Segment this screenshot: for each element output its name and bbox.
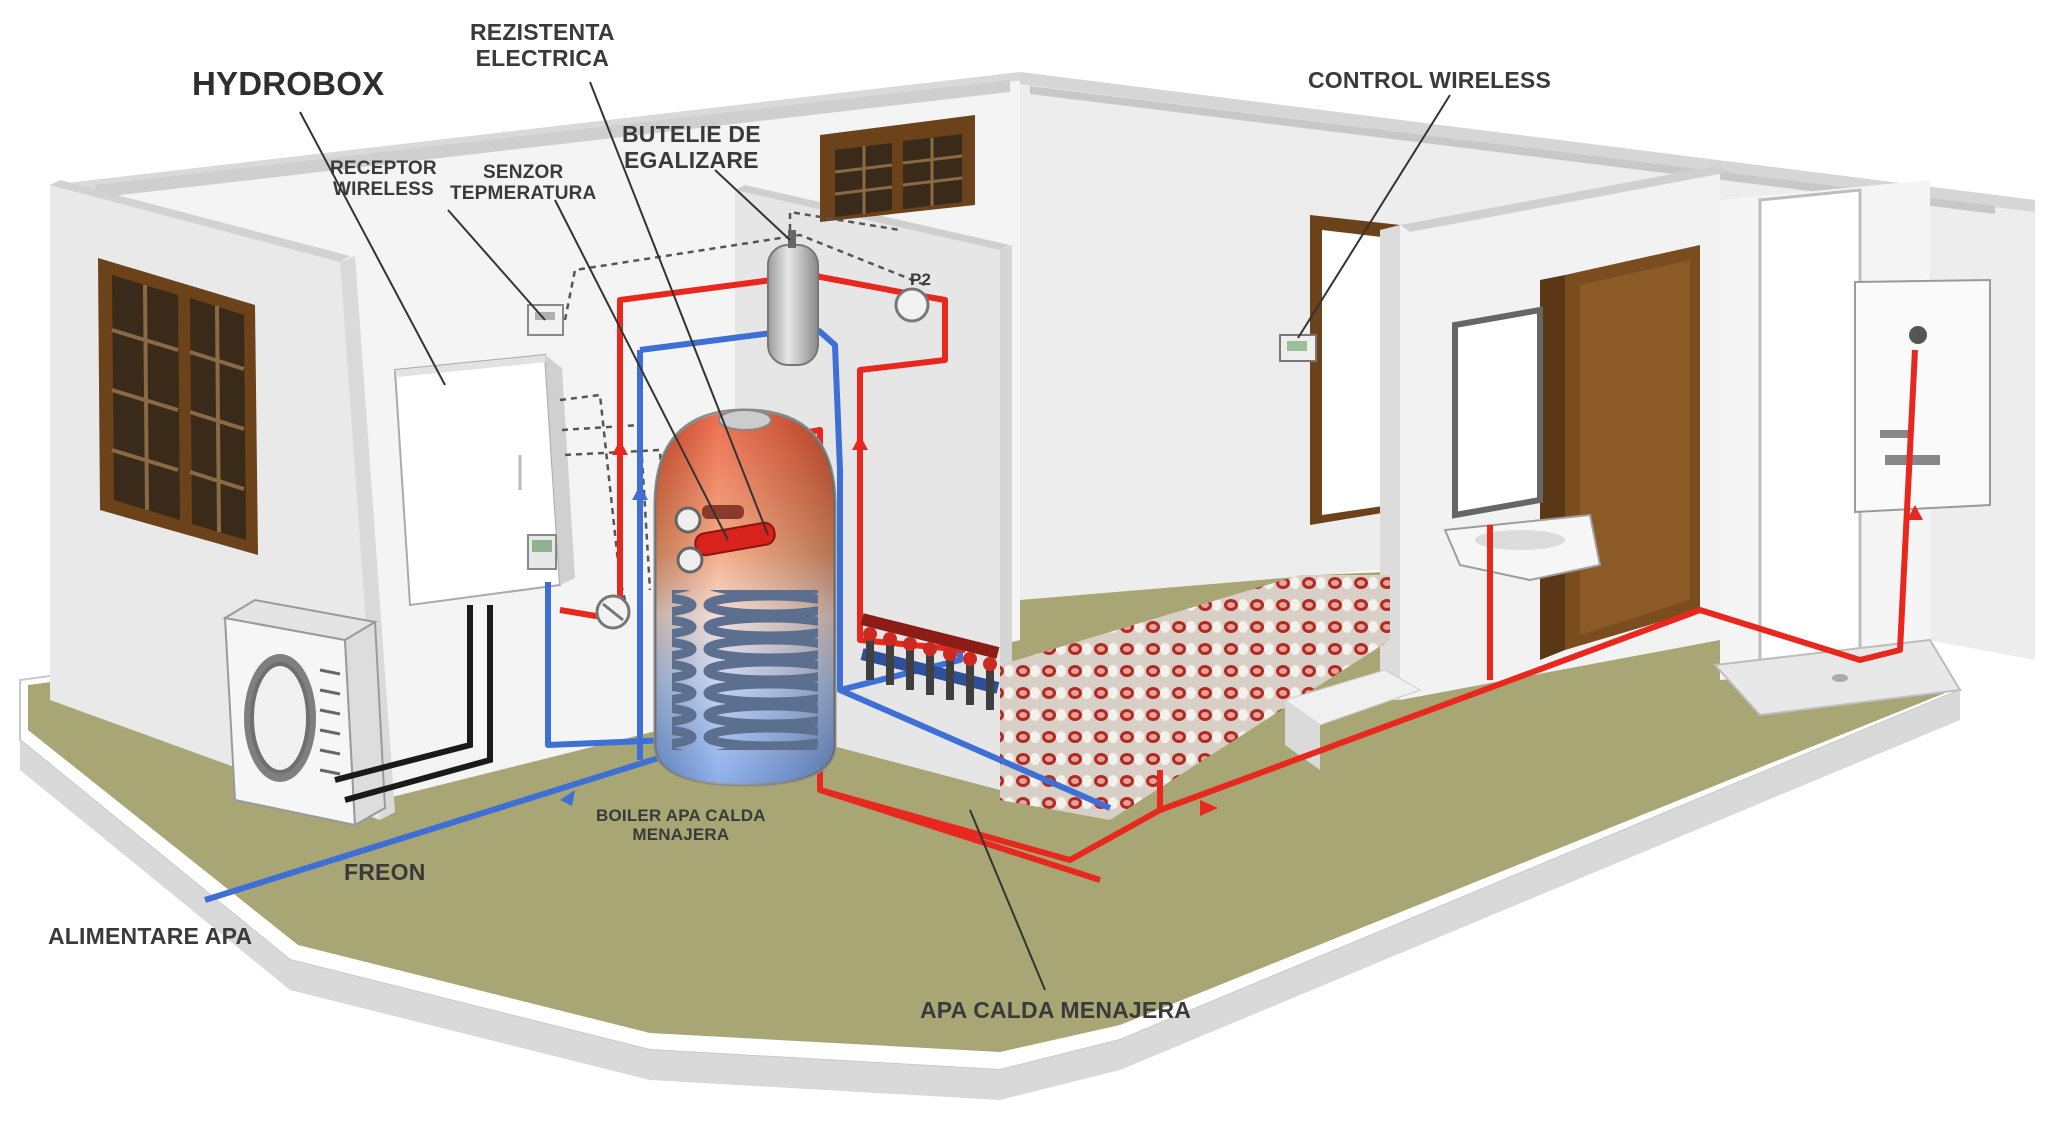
bathroom-sink [1443, 306, 1602, 582]
label-receptor-line2: WIRELESS [332, 179, 434, 201]
label-receptor-wireless: RECEPTOR WIRELESS [330, 158, 437, 201]
pipe-flow-arrows [612, 435, 1923, 816]
underfloor-manifold [860, 613, 1000, 710]
window-left [98, 258, 258, 555]
label-p2: P2 [910, 270, 932, 289]
hydrobox-unit [393, 353, 575, 607]
window-back [820, 115, 975, 222]
label-boiler-line2: MENAJERA [632, 825, 730, 845]
label-boiler-line1: BOILER APA CALDA [596, 806, 766, 825]
label-alimentare-apa: ALIMENTARE APA [48, 923, 253, 949]
label-rezistenta-line1: REZISTENTA [470, 19, 615, 45]
label-rezistenta-electrica: REZISTENTA ELECTRICA [470, 19, 615, 72]
outdoor-heat-pump-unit [222, 598, 387, 827]
valve-pump [595, 287, 930, 630]
wireless-receiver [527, 304, 564, 336]
wireless-thermostat [1279, 334, 1317, 362]
equalization-tank [767, 230, 819, 366]
label-apa-calda-menajera: APA CALDA MENAJERA [920, 997, 1192, 1023]
door-back [1310, 215, 1400, 525]
cold-flow-arrows [560, 485, 648, 806]
freon-pipes [334, 605, 493, 803]
label-control-wireless: CONTROL WIRELESS [1308, 67, 1552, 93]
label-butelie-line1: BUTELIE DE [622, 121, 761, 147]
underfloor-heating-pipes [1000, 575, 1390, 820]
label-rezistenta-line2: ELECTRICA [475, 44, 610, 71]
label-senzor-line2: TEPMERATURA [450, 183, 597, 205]
label-boiler-apa-calda: BOILER APA CALDA MENAJERA [596, 806, 766, 844]
label-hydrobox: HYDROBOX [192, 65, 385, 102]
label-butelie-line2: EGALIZARE [624, 146, 759, 173]
shower-cabin [1712, 180, 1991, 717]
label-senzor-temperatura: SENZOR TEPMERATURA [450, 162, 596, 205]
label-receptor-line1: RECEPTOR [330, 158, 437, 179]
label-leader-lines [299, 81, 1451, 991]
label-freon: FREON [344, 859, 426, 885]
label-senzor-line1: SENZOR [483, 162, 564, 183]
hot-water-boiler [653, 408, 837, 787]
door-bathroom [1540, 245, 1700, 660]
label-butelie-de-egalizare: BUTELIE DE EGALIZARE [622, 121, 761, 174]
